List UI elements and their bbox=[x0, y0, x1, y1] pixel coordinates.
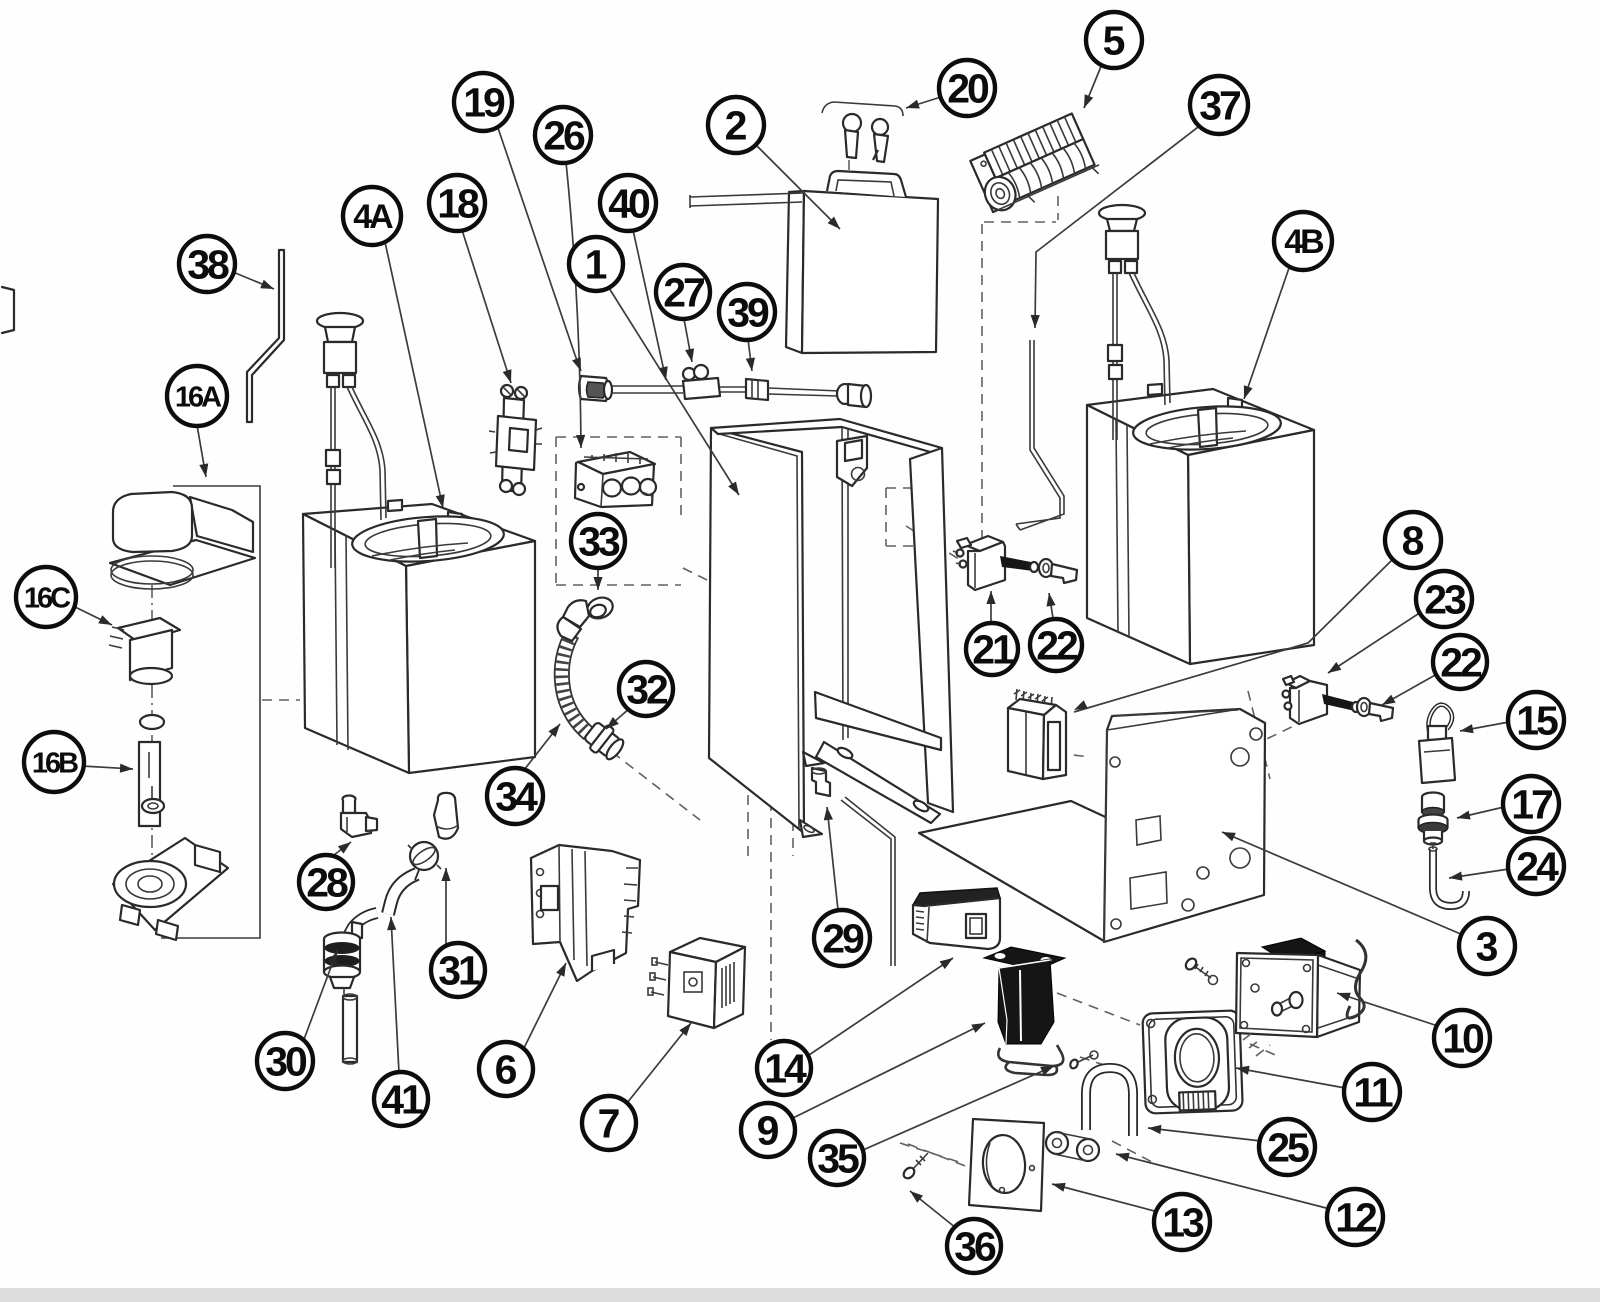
svg-text:19: 19 bbox=[463, 79, 505, 125]
svg-text:32: 32 bbox=[626, 666, 668, 712]
svg-text:17: 17 bbox=[1511, 781, 1552, 827]
svg-text:4B: 4B bbox=[1284, 223, 1324, 261]
svg-text:37: 37 bbox=[1199, 82, 1240, 128]
svg-text:7: 7 bbox=[598, 1100, 621, 1146]
svg-text:24: 24 bbox=[1516, 843, 1559, 889]
svg-text:25: 25 bbox=[1267, 1124, 1309, 1170]
svg-text:29: 29 bbox=[822, 915, 864, 961]
svg-text:16C: 16C bbox=[24, 582, 71, 614]
svg-text:5: 5 bbox=[1103, 17, 1126, 63]
svg-text:33: 33 bbox=[578, 518, 620, 564]
svg-text:3: 3 bbox=[1476, 923, 1499, 969]
svg-text:8: 8 bbox=[1402, 517, 1425, 563]
svg-text:20: 20 bbox=[947, 65, 989, 111]
svg-text:4A: 4A bbox=[353, 198, 393, 236]
svg-text:6: 6 bbox=[495, 1046, 518, 1092]
svg-text:15: 15 bbox=[1516, 697, 1558, 743]
svg-text:23: 23 bbox=[1424, 576, 1466, 622]
svg-text:16A: 16A bbox=[175, 381, 222, 413]
svg-text:9: 9 bbox=[757, 1107, 780, 1153]
svg-text:30: 30 bbox=[265, 1038, 307, 1084]
svg-text:13: 13 bbox=[1162, 1199, 1204, 1245]
svg-text:12: 12 bbox=[1335, 1194, 1377, 1240]
svg-text:22: 22 bbox=[1036, 622, 1078, 668]
svg-text:14: 14 bbox=[764, 1045, 807, 1091]
svg-text:35: 35 bbox=[817, 1135, 859, 1181]
svg-text:26: 26 bbox=[543, 112, 585, 158]
svg-text:27: 27 bbox=[663, 269, 704, 315]
svg-text:28: 28 bbox=[306, 859, 348, 905]
svg-text:21: 21 bbox=[972, 626, 1014, 672]
svg-text:1: 1 bbox=[585, 241, 608, 287]
svg-text:16B: 16B bbox=[32, 747, 78, 779]
svg-text:38: 38 bbox=[187, 241, 229, 287]
svg-text:11: 11 bbox=[1353, 1069, 1393, 1115]
svg-text:40: 40 bbox=[608, 180, 650, 226]
svg-text:2: 2 bbox=[725, 102, 748, 148]
svg-text:39: 39 bbox=[727, 289, 769, 335]
svg-text:18: 18 bbox=[437, 180, 479, 226]
svg-text:41: 41 bbox=[381, 1076, 423, 1122]
svg-text:36: 36 bbox=[954, 1223, 996, 1269]
svg-text:34: 34 bbox=[495, 773, 538, 819]
svg-text:31: 31 bbox=[438, 947, 480, 993]
svg-text:22: 22 bbox=[1440, 639, 1482, 685]
svg-text:10: 10 bbox=[1442, 1015, 1484, 1061]
